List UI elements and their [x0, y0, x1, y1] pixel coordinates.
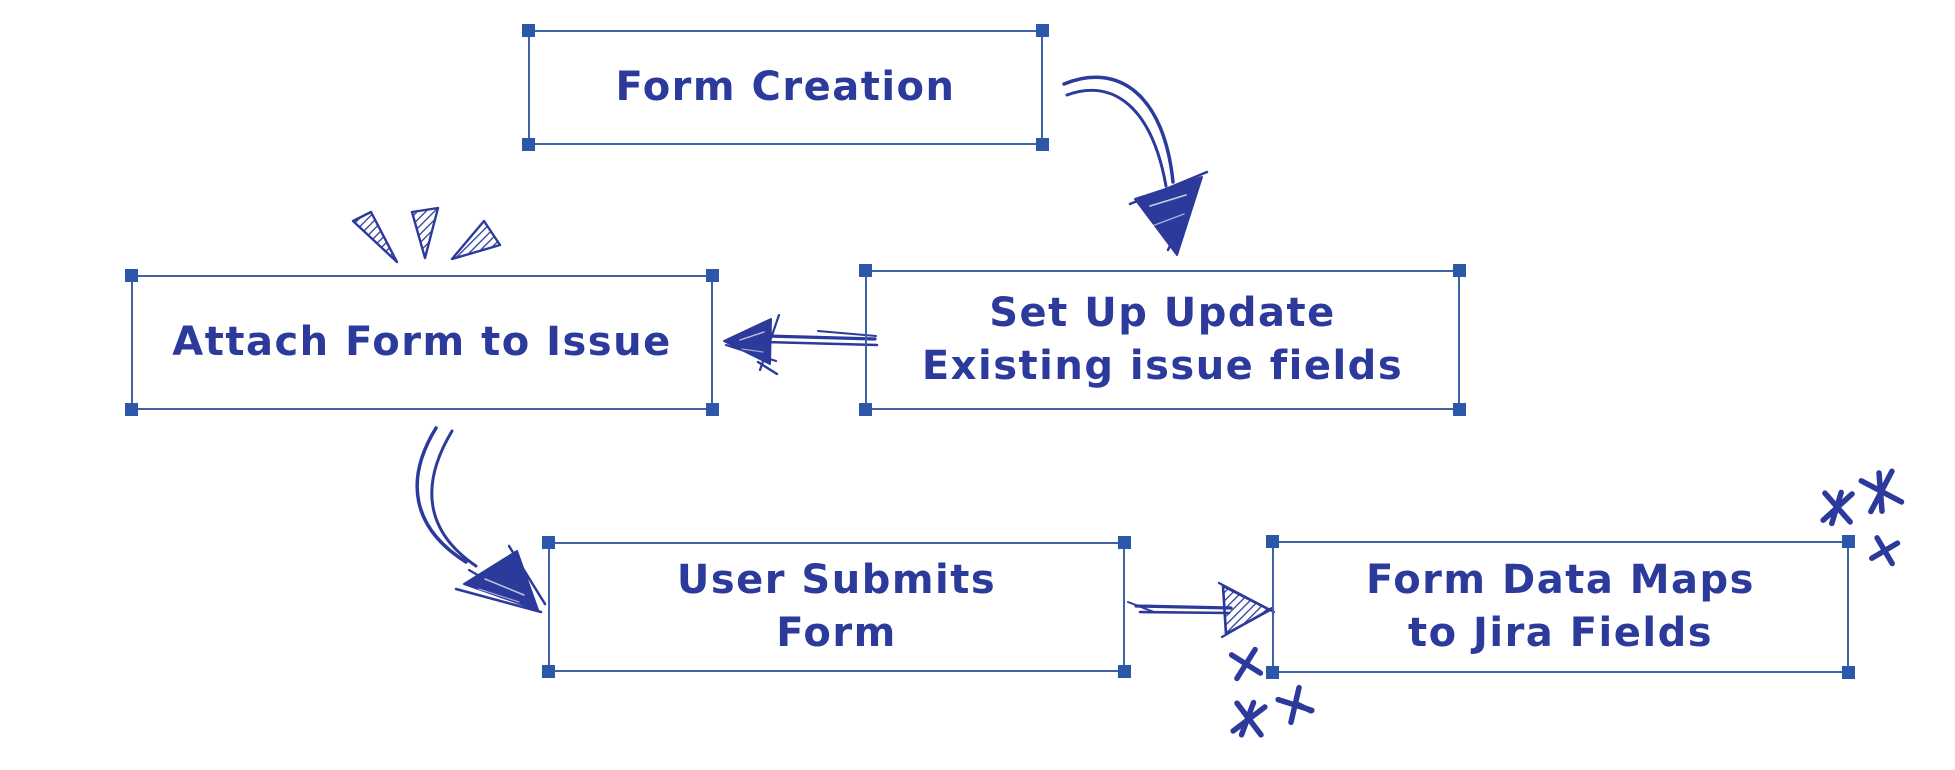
resize-handle[interactable] [1453, 403, 1466, 416]
sparkle-doodles [1228, 468, 1905, 738]
label-line: Form Creation [615, 64, 956, 111]
node-label: Form Creation [615, 61, 955, 114]
sparkle-icon [1820, 489, 1855, 527]
node-label: Set Up Update Existing issue fields [922, 287, 1403, 393]
resize-handle[interactable] [125, 403, 138, 416]
resize-handle[interactable] [522, 138, 535, 151]
sparkle-icon [1230, 699, 1268, 738]
resize-handle[interactable] [1453, 264, 1466, 277]
node-set-up-update[interactable]: Set Up Update Existing issue fields [859, 264, 1466, 416]
label-line: Existing issue fields [921, 343, 1404, 389]
sparkle-icon [1858, 468, 1905, 515]
label-line: Form [776, 610, 897, 656]
label-line: to Jira Fields [1407, 610, 1714, 656]
node-label: Attach Form to Issue [172, 316, 671, 369]
resize-handle[interactable] [542, 665, 555, 678]
label-line: User Submits [676, 557, 997, 604]
node-attach-form[interactable]: Attach Form to Issue [125, 269, 719, 416]
node-user-submits[interactable]: User Submits Form [542, 536, 1131, 678]
node-label: User Submits Form [677, 554, 996, 660]
arrow-form-creation-to-set-up-update[interactable] [1062, 75, 1209, 256]
node-form-creation[interactable]: Form Creation [522, 24, 1049, 151]
resize-handle[interactable] [1842, 535, 1855, 548]
resize-handle[interactable] [1842, 666, 1855, 679]
resize-handle[interactable] [522, 24, 535, 37]
resize-handle[interactable] [1118, 536, 1131, 549]
node-form-data-maps[interactable]: Form Data Maps to Jira Fields [1266, 535, 1855, 679]
node-label: Form Data Maps to Jira Fields [1366, 554, 1755, 660]
label-line: Set Up Update [989, 290, 1336, 337]
sparkle-icon [1275, 684, 1315, 726]
arrow-user-submits-to-form-data-maps[interactable] [1127, 581, 1276, 639]
sparkle-icon [1869, 535, 1901, 567]
resize-handle[interactable] [859, 403, 872, 416]
resize-handle[interactable] [125, 269, 138, 282]
resize-handle[interactable] [706, 269, 719, 282]
resize-handle[interactable] [1266, 535, 1279, 548]
resize-handle[interactable] [859, 264, 872, 277]
label-line: Form Data Maps [1366, 557, 1755, 604]
resize-handle[interactable] [706, 403, 719, 416]
sparkle-icon [1228, 646, 1264, 682]
resize-handle[interactable] [1266, 666, 1279, 679]
arrow-set-up-update-to-attach-form[interactable] [723, 313, 879, 376]
label-line: Attach Form to Issue [172, 319, 672, 366]
emphasis-rays [351, 206, 502, 264]
resize-handle[interactable] [1036, 24, 1049, 37]
resize-handle[interactable] [542, 536, 555, 549]
resize-handle[interactable] [1118, 665, 1131, 678]
resize-handle[interactable] [1036, 138, 1049, 151]
arrow-attach-form-to-user-submits[interactable] [415, 426, 547, 614]
